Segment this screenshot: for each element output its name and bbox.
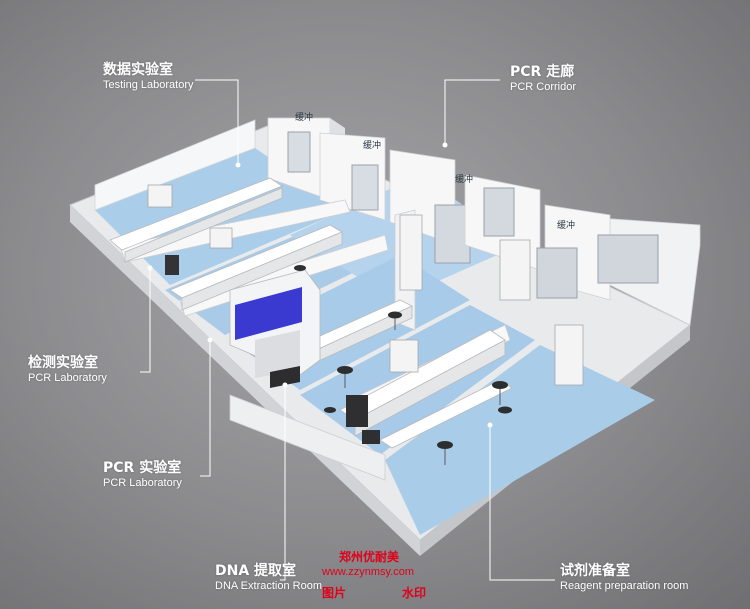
watermark-url: www.zzynmsy.com [322, 566, 415, 578]
dna-room-label-en: DNA Extraction Room [215, 580, 322, 592]
lab-stools [294, 265, 512, 449]
back-wall-left [94, 119, 256, 211]
buffer-label-3: 缓冲 [455, 175, 474, 185]
reagent-room-label-zh: 试剂准备室 [560, 563, 630, 579]
detection-lab-label-zh: 检测实验室 [28, 355, 98, 371]
testing-lab-label-en: Testing Laboratory [103, 79, 194, 91]
pcr-lab-label-zh: PCR 实验室 [103, 460, 182, 476]
leader-lines [140, 79, 555, 581]
callout-testing-lab: 数据实验室 Testing Laboratory [103, 62, 194, 92]
pcr-corridor-label-zh: PCR 走廊 [510, 64, 575, 80]
partition-wall-5 [229, 394, 386, 481]
instrument-rack [165, 255, 380, 444]
partition-wall-1 [119, 199, 351, 263]
pcr-corridor-label-en: PCR Corridor [510, 81, 577, 93]
callout-pcr-lab: PCR 实验室 PCR Laboratory [103, 460, 182, 490]
testing-lab-label-zh: 数据实验室 [103, 62, 173, 78]
buffer-label-4: 缓冲 [557, 221, 576, 231]
buffer-label-1: 缓冲 [295, 113, 314, 123]
watermark-company: 郑州优耐美 [339, 550, 400, 564]
reagent-room-floor [385, 345, 655, 535]
callout-reagent-room: 试剂准备室 Reagent preparation room [560, 563, 688, 593]
pcr-lab-label-en: PCR Laboratory [103, 477, 182, 489]
lab-benches [109, 177, 513, 449]
reagent-room-label-en: Reagent preparation room [560, 580, 689, 592]
callout-dna-room: DNA 提取室 DNA Extraction Room [215, 563, 322, 593]
dna-room-label-zh: DNA 提取室 [215, 563, 297, 579]
buffer-label-2: 缓冲 [363, 141, 382, 151]
callout-pcr-corridor: PCR 走廊 PCR Corridor [510, 64, 576, 94]
biosafety-cabinet [229, 269, 321, 388]
watermark-right: 水印 [402, 586, 427, 600]
watermark-left: 图片 [322, 586, 347, 600]
detection-lab-label-en: PCR Laboratory [28, 372, 107, 384]
bench-equipment [147, 184, 584, 386]
building-front-edge [70, 205, 420, 556]
callout-detection-lab: 检测实验室 PCR Laboratory [28, 355, 107, 385]
